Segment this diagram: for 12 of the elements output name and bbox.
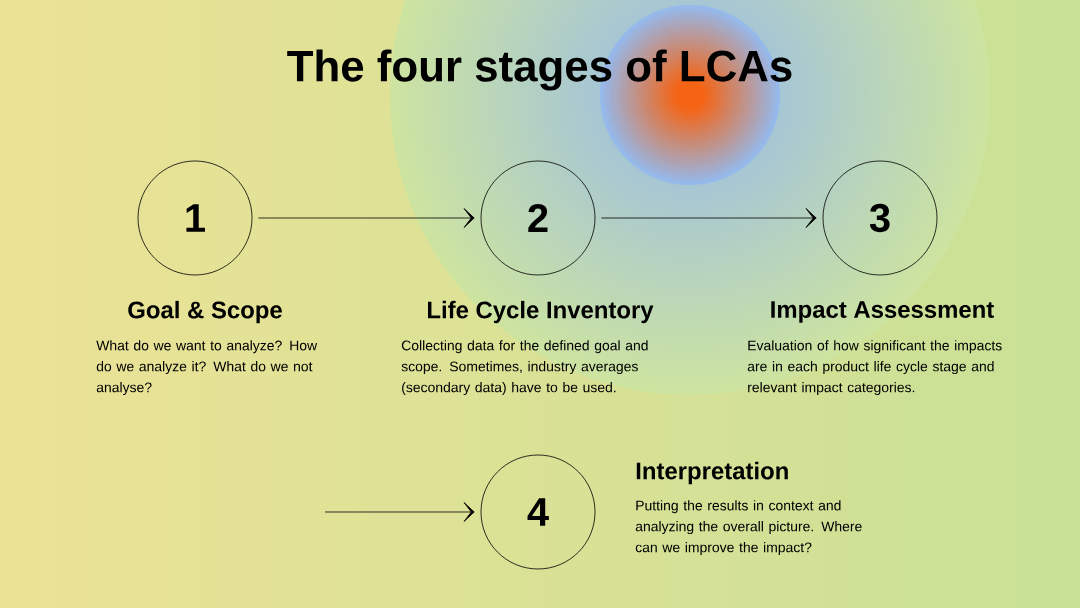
stage-heading: Interpretation (636, 461, 788, 485)
stage-description: Collecting data for the defined goal and scope. Sometimes, industry averages (secondary data) have to be used. (401, 340, 648, 396)
arrow (601, 208, 817, 228)
stage-description: What do we want to analyze? How do we analyze it? What do we not analyse? (96, 340, 318, 396)
stage-description: Evaluation of how significant the impacts are in each product life cycle stage and relevant impact categories. (747, 340, 1002, 396)
arrow (324, 502, 475, 522)
stage-heading: Goal & Scope (128, 300, 282, 324)
stage-heading: Impact Assessment (771, 301, 994, 323)
title: The four stages of LCAs (287, 49, 792, 91)
arrow (258, 208, 475, 228)
stage-description: Putting the results in context and analyzing the overall picture. Where can we improve the impact? (635, 500, 862, 556)
stage-heading: Life Cycle Inventory (428, 300, 654, 324)
